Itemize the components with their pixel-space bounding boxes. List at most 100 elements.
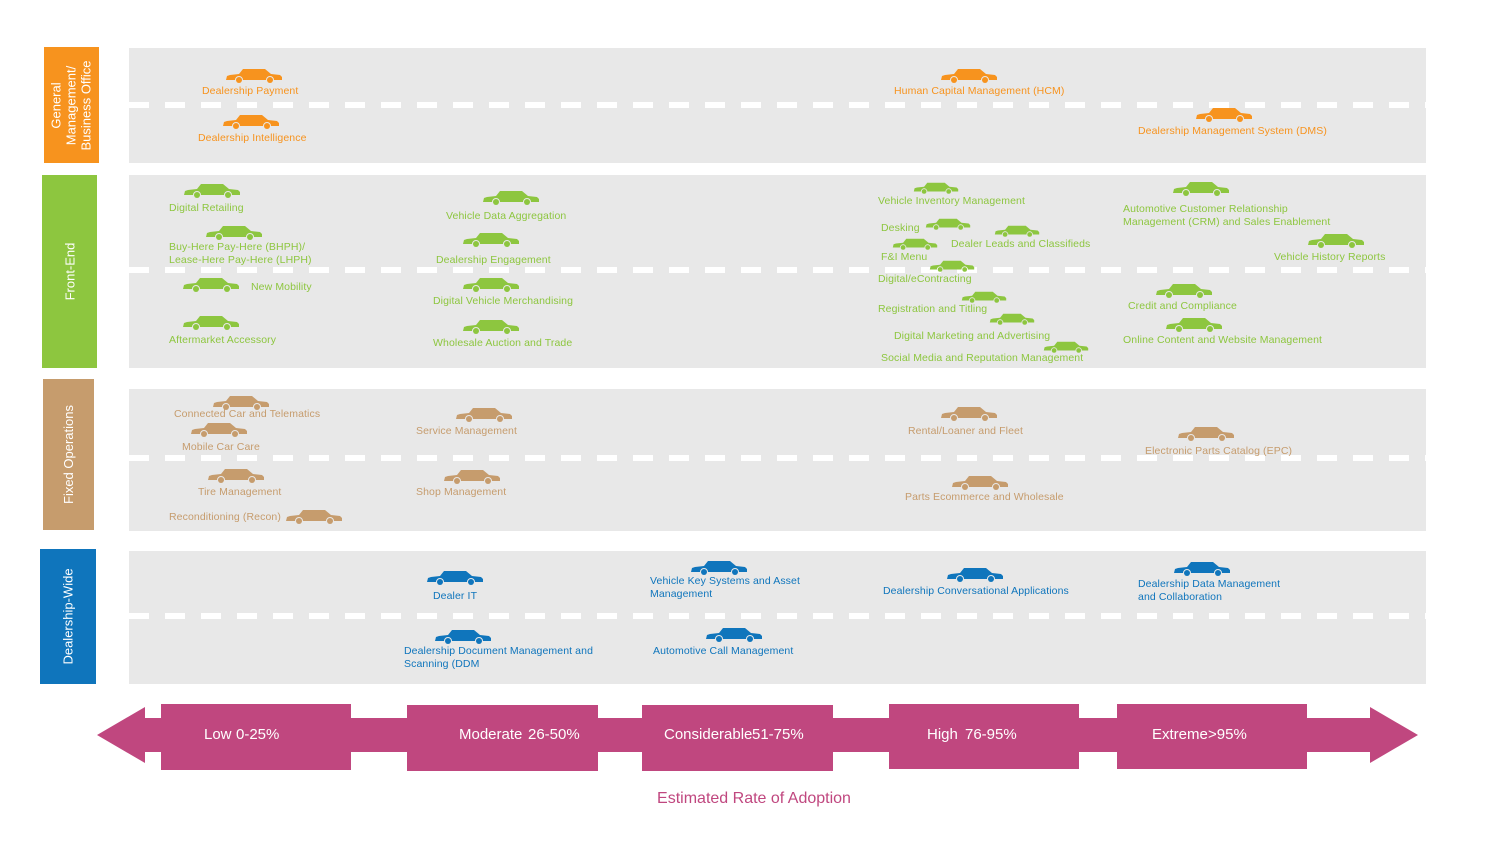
item-label: Automotive Call Management: [653, 645, 794, 657]
item-label: Dealership Data Management and Collabora…: [1138, 578, 1281, 603]
car-icon: [1155, 282, 1213, 298]
scale-name-low: Low: [204, 726, 232, 743]
lane-divider: [129, 613, 1426, 619]
car-icon: [1307, 232, 1365, 248]
car-icon: [462, 276, 520, 292]
car-icon: [482, 189, 540, 205]
car-icon: [426, 569, 484, 585]
item-label: Vehicle Inventory Management: [878, 195, 1025, 207]
car-icon: [462, 231, 520, 247]
car-icon: [455, 406, 513, 422]
item-label: Dealer IT: [433, 590, 478, 602]
car-icon: [462, 318, 520, 334]
item-label: Dealer Leads and Classifieds: [951, 238, 1091, 250]
scale-box-extreme: [1117, 704, 1307, 769]
item-label: Digital Marketing and Advertising: [894, 330, 1051, 342]
axis-title: Estimated Rate of Adoption: [657, 790, 851, 807]
item-label: Dealership Conversational Applications: [883, 585, 1069, 597]
item-label: Connected Car and Telematics: [174, 408, 321, 420]
item-label: Digital Vehicle Merchandising: [433, 295, 574, 307]
item-label: Buy-Here Pay-Here (BHPH)/ Lease-Here Pay…: [169, 241, 312, 266]
car-icon: [929, 259, 975, 272]
item-label: New Mobility: [251, 281, 312, 293]
scale-name-high: High: [927, 726, 958, 743]
item-label: Automotive Customer Relationship Managem…: [1123, 203, 1331, 228]
scale-range-considerable: 51-75%: [752, 726, 804, 743]
item-label: Dealership Intelligence: [198, 132, 307, 144]
car-icon: [690, 559, 748, 575]
car-icon: [443, 468, 501, 484]
car-icon: [182, 276, 240, 292]
car-icon: [190, 421, 248, 437]
car-icon: [183, 182, 241, 198]
category-label: Front-End: [62, 242, 77, 301]
car-icon: [951, 474, 1009, 490]
scale-box-moderate: [407, 705, 598, 771]
item-label: Dealership Payment: [202, 85, 299, 97]
item-label: F&I Menu: [881, 251, 928, 263]
adoption-scale-arrow: [97, 704, 1418, 771]
category-fixed-operations: Fixed Operations: [43, 379, 94, 530]
car-icon: [994, 224, 1040, 237]
car-icon: [892, 237, 938, 250]
scale-name-considerable: Considerable: [664, 726, 753, 743]
category-front-end: Front-End: [42, 175, 97, 368]
category-label: Fixed Operations: [61, 405, 76, 504]
car-icon: [434, 628, 492, 644]
lane-divider: [129, 455, 1426, 461]
item-label: Human Capital Management (HCM): [894, 85, 1065, 97]
item-label: Vehicle Key Systems and Asset Management: [650, 575, 800, 600]
car-icon: [1177, 425, 1235, 441]
car-icon: [913, 181, 959, 194]
scale-range-high: 76-95%: [965, 726, 1017, 743]
car-icon: [207, 467, 265, 483]
car-icon: [705, 626, 763, 642]
lane-divider: [129, 102, 1426, 108]
item-label: Wholesale Auction and Trade: [433, 337, 573, 349]
car-icon: [225, 67, 283, 83]
item-label: Shop Management: [416, 486, 507, 498]
item-label: Tire Management: [198, 486, 282, 498]
car-icon: [205, 224, 263, 240]
scale-range-low: 0-25%: [236, 726, 280, 743]
item-label: Rental/Loaner and Fleet: [908, 425, 1023, 437]
category-general: General Management/ Business Office: [44, 47, 99, 163]
car-icon: [1173, 560, 1231, 576]
item-label: Vehicle History Reports: [1274, 251, 1386, 263]
car-icon: [925, 217, 971, 230]
car-icon: [1165, 316, 1223, 332]
item-label: Credit and Compliance: [1128, 300, 1237, 312]
item-label: Reconditioning (Recon): [169, 511, 281, 523]
item-label: Vehicle Data Aggregation: [446, 210, 567, 222]
scale-range-extreme: >95%: [1208, 726, 1247, 743]
category-label: General Management/ Business Office: [49, 59, 94, 151]
scale-name-moderate: Moderate: [459, 726, 523, 743]
item-label: Service Management: [416, 425, 518, 437]
car-icon: [1195, 106, 1253, 122]
item-label: Digital Retailing: [169, 202, 244, 214]
item-label: Electronic Parts Catalog (EPC): [1145, 445, 1293, 457]
item-label: Desking: [881, 222, 920, 234]
scale-box-low: [161, 704, 351, 770]
car-icon: [222, 113, 280, 129]
item-label: Dealership Document Management and Scann…: [404, 645, 594, 670]
lane-divider: [129, 267, 1426, 273]
item-label: Mobile Car Care: [182, 441, 260, 453]
item-label: Online Content and Website Management: [1123, 334, 1323, 346]
car-icon: [940, 67, 998, 83]
car-icon: [961, 290, 1007, 303]
item-label: Parts Ecommerce and Wholesale: [905, 491, 1064, 503]
item-label: Social Media and Reputation Management: [881, 352, 1084, 364]
car-icon: [946, 566, 1004, 582]
scale-box-considerable: [642, 705, 833, 771]
item-label: Registration and Titling: [878, 303, 988, 315]
scale-name-extreme: Extreme: [1152, 726, 1208, 743]
scale-range-moderate: 26-50%: [528, 726, 580, 743]
car-icon: [285, 508, 343, 524]
car-icon: [1172, 180, 1230, 196]
scale-box-high: [889, 704, 1079, 769]
car-icon: [989, 312, 1035, 325]
item-label: Dealership Engagement: [436, 254, 551, 266]
item-label: Dealership Management System (DMS): [1138, 125, 1327, 137]
